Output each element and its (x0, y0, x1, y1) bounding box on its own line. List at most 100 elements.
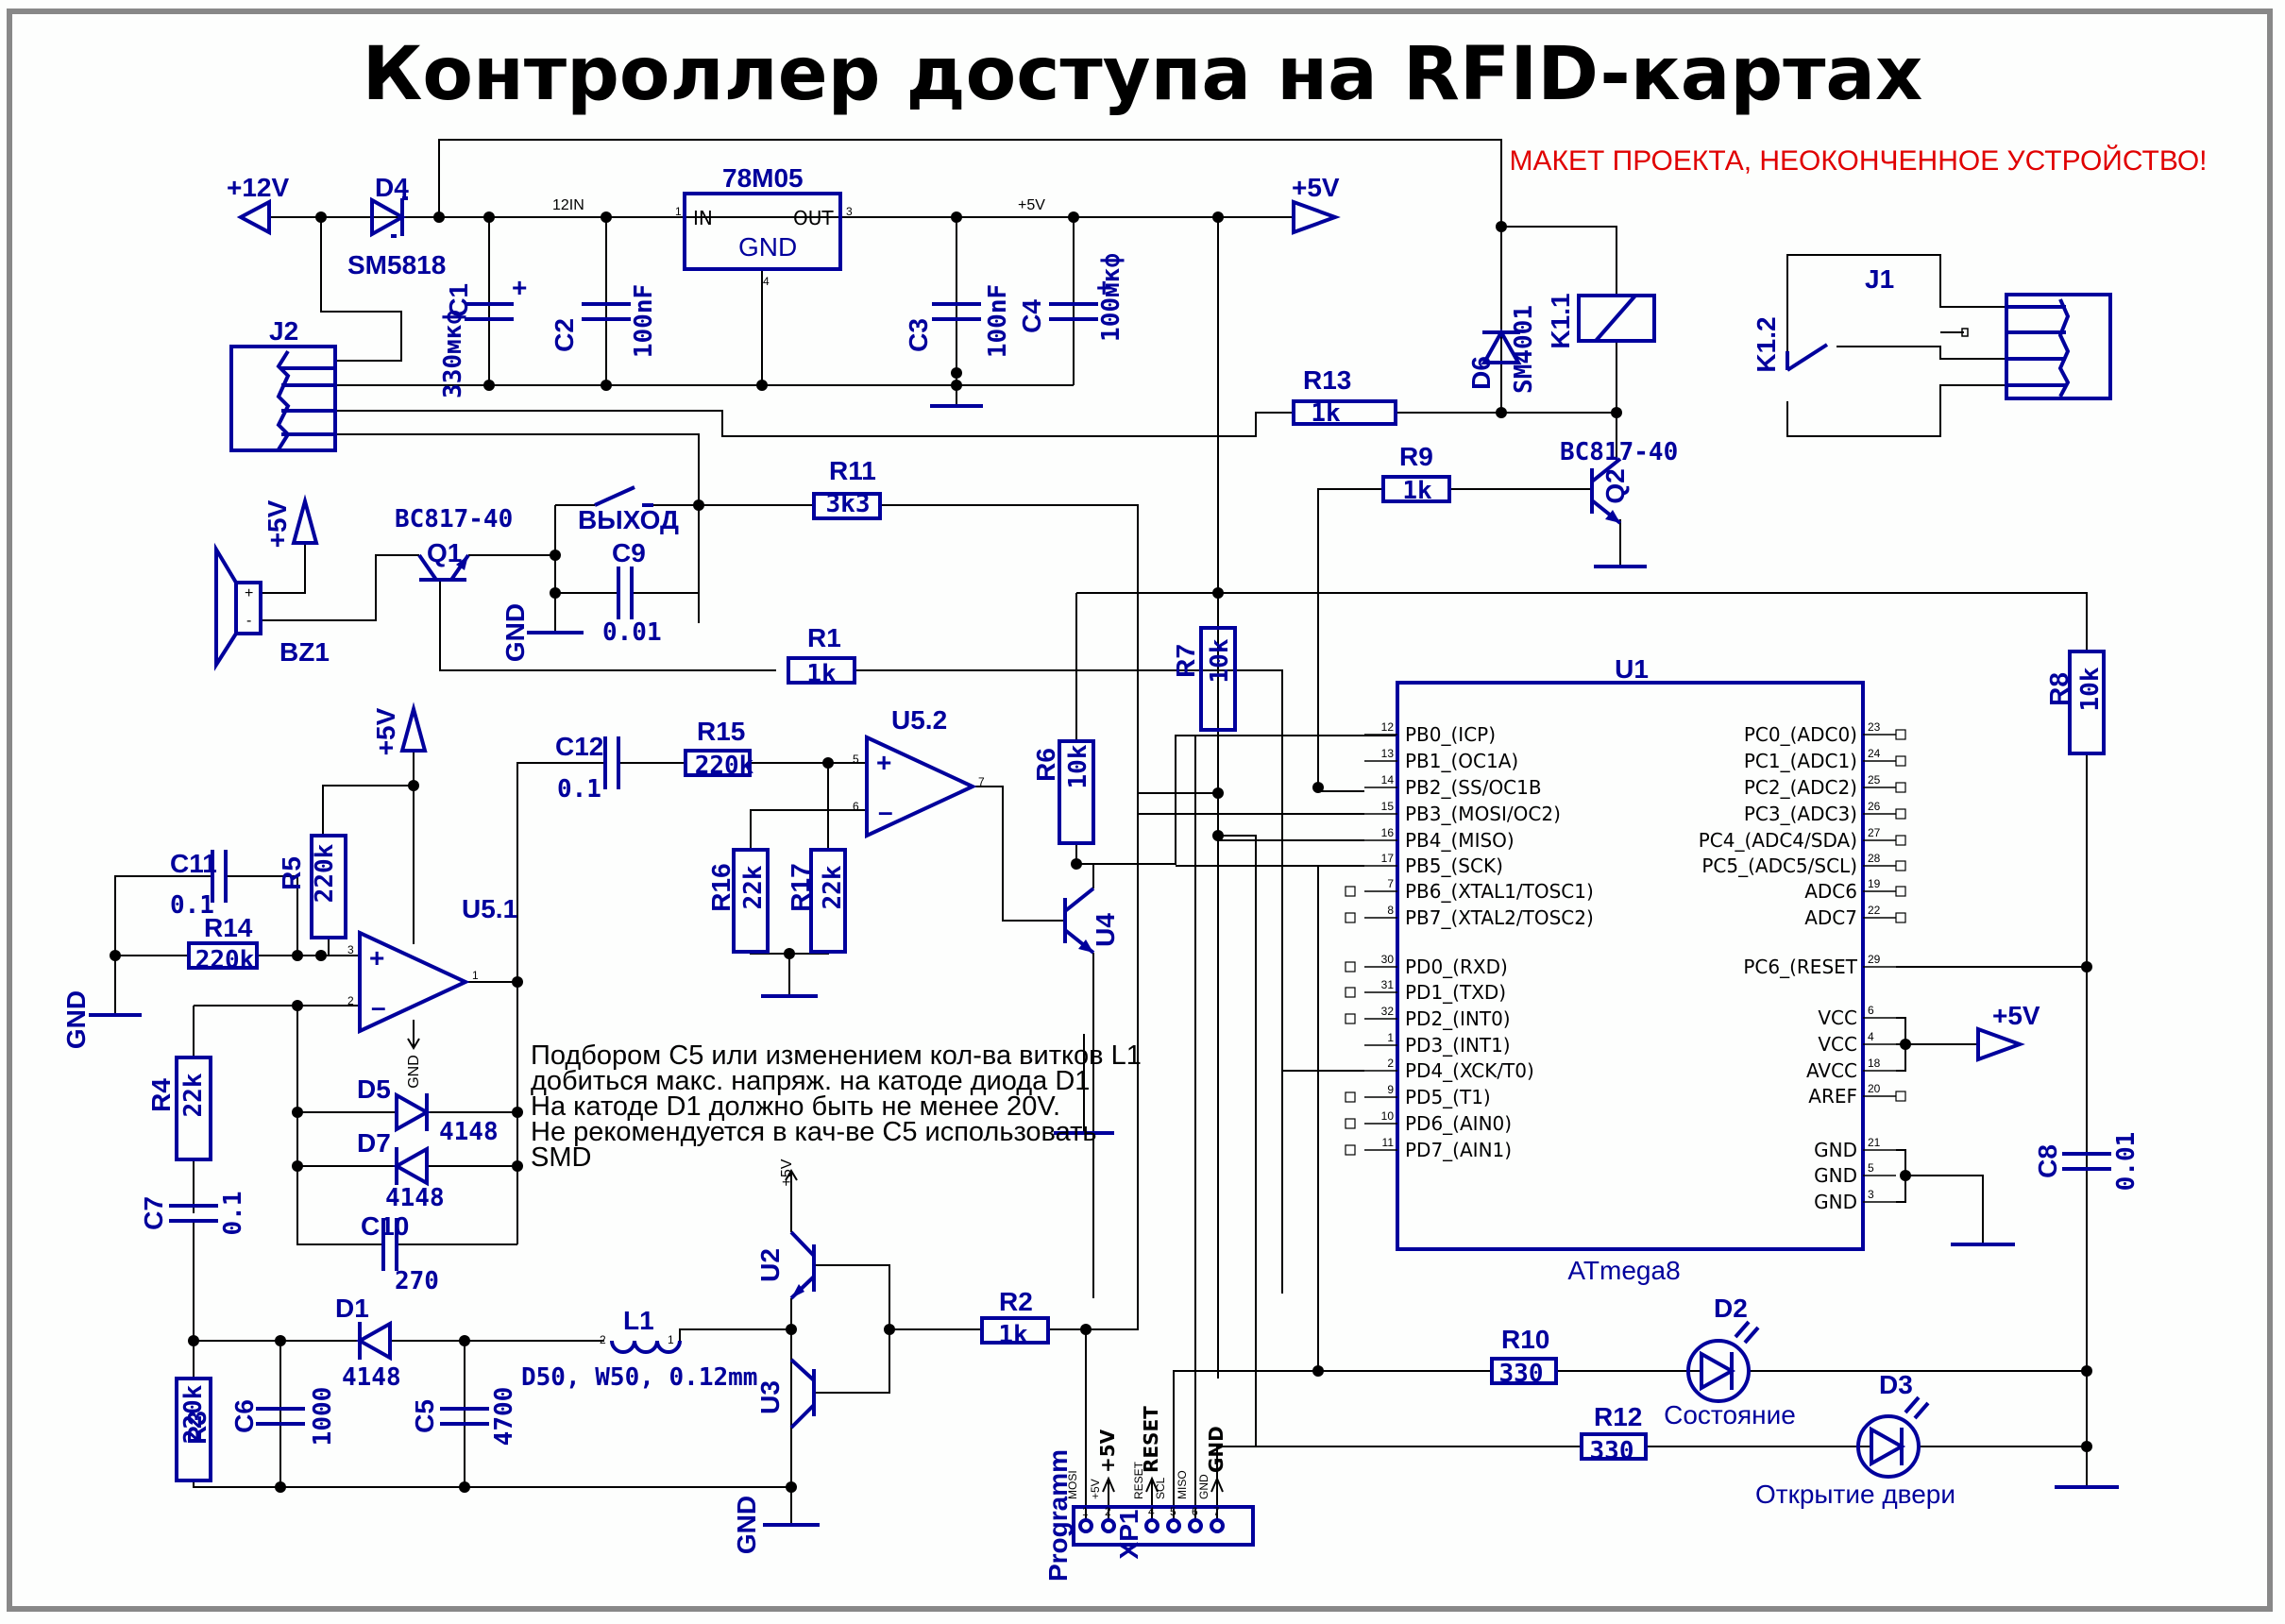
wire (114, 875, 212, 956)
r2-ref: R2 (999, 1287, 1033, 1316)
r7-value: 10k (1206, 638, 1234, 683)
r7-resistor (1199, 626, 1237, 732)
c5-value: 4700 (490, 1387, 518, 1446)
mcu-pin-name: PB6_(XTAL1/TOSC1) (1405, 880, 1594, 903)
k11-relay-coil (1577, 294, 1656, 343)
junction-dot (1212, 587, 1224, 599)
k12-switch-blade (1786, 343, 1829, 372)
c1-capacitor-plus: + (512, 273, 527, 302)
junction-dot (512, 1107, 523, 1118)
mcu-pin-number: 19 (1868, 877, 1881, 890)
xp1-pin-circle (1101, 1518, 1116, 1533)
d1-diode (355, 1320, 392, 1362)
l1-pin2: 2 (600, 1333, 606, 1346)
d5-value: 4148 (439, 1118, 499, 1146)
regulator-pin-out: 3 (846, 205, 853, 218)
bz1-ref: BZ1 (279, 637, 330, 667)
mcu-pin-name: PC6_(RESET (1743, 956, 1857, 978)
junction-dot (786, 1481, 797, 1493)
mcu-pin-number: 32 (1381, 1005, 1395, 1018)
mcu-nc-marker (1345, 1091, 1356, 1103)
wire (814, 1264, 890, 1394)
mcu-pin-name: GND (1814, 1164, 1857, 1187)
d6-ref: D6 (1466, 356, 1496, 390)
r11-value: 3k3 (826, 490, 871, 518)
wire (322, 785, 414, 836)
k11-ref: K1.1 (1546, 293, 1575, 348)
junction-dot (786, 1324, 797, 1335)
power-port-5v-icon (1292, 199, 1341, 235)
junction-dot (512, 976, 523, 988)
r10-value: 330 (1499, 1360, 1544, 1388)
mcu-nc-marker (1345, 886, 1356, 897)
q2-value: BC817-40 (1560, 438, 1678, 466)
d3-label: Открытие двери (1755, 1480, 1955, 1509)
mcu-pin-name: PC0_(ADC0) (1744, 723, 1857, 746)
junction-dot (433, 211, 445, 223)
wire (1216, 1446, 1256, 1520)
regulator-body (683, 192, 842, 271)
l1-pin1: 1 (668, 1333, 674, 1346)
d3-led-ray (1904, 1396, 1921, 1414)
mcu-pin-name: ADC7 (1804, 906, 1857, 929)
j1-contacts (2057, 298, 2071, 398)
regulator-ref: 78M05 (722, 163, 804, 193)
junction-dot (1496, 407, 1507, 418)
r13-ref: R13 (1303, 365, 1351, 395)
r6-value: 10k (1064, 744, 1092, 788)
r12-resistor (1580, 1432, 1648, 1461)
u3-ref: U3 (755, 1380, 785, 1414)
xp1-pin-signal: GND (1197, 1474, 1210, 1499)
d2-label: Состояние (1664, 1400, 1796, 1429)
symbols: +++–+– (89, 192, 2119, 1527)
xp1-pin-circle (1144, 1518, 1159, 1533)
c11-value: 0.1 (170, 891, 214, 920)
wire (1786, 384, 2006, 437)
j1-connector-body (2005, 293, 2112, 400)
wire (296, 1006, 382, 1245)
wire (1048, 505, 1139, 1330)
wire (1076, 735, 1397, 865)
mcu-pin-name: PC3_(ADC3) (1744, 803, 1857, 825)
r7-ref: R7 (1171, 644, 1200, 678)
c4-value: 100мкф (1097, 253, 1126, 342)
u3-collector (789, 1403, 816, 1429)
u3-arrow (803, 1369, 814, 1380)
u52-ref: U5.2 (891, 705, 947, 735)
mcu-pin-number: 8 (1387, 904, 1394, 917)
power-port-mcu-5v-icon (1976, 1026, 2025, 1062)
u51-opamp-triangle (358, 929, 470, 1035)
bz1-buzzer-horn (214, 542, 238, 671)
c11-ref: C11 (170, 849, 217, 878)
u51-pin-minus: 2 (347, 994, 354, 1007)
r15-ref: R15 (697, 717, 745, 746)
u2-collector (789, 1230, 816, 1258)
r13-value: 1k (1311, 399, 1341, 428)
r1-resistor (787, 656, 856, 685)
mcu-nc-marker (1895, 729, 1906, 740)
mcu-pin-name: PC2_(ADC2) (1744, 776, 1857, 799)
u2-5v-label: +5V (779, 1159, 795, 1186)
xp1-net-label: +5V (1096, 1429, 1119, 1473)
r17-value: 22k (819, 865, 847, 909)
wire (193, 1480, 791, 1488)
c8-value: 0.01 (2112, 1132, 2141, 1192)
u2-arrow (791, 1284, 804, 1298)
r10-ref: R10 (1501, 1325, 1549, 1354)
r14-resistor (187, 941, 259, 970)
u52-opamp-plus: + (876, 748, 891, 777)
c1-value: 330мкф (439, 310, 467, 398)
xp1-pin-number: 2 (1105, 1505, 1111, 1518)
